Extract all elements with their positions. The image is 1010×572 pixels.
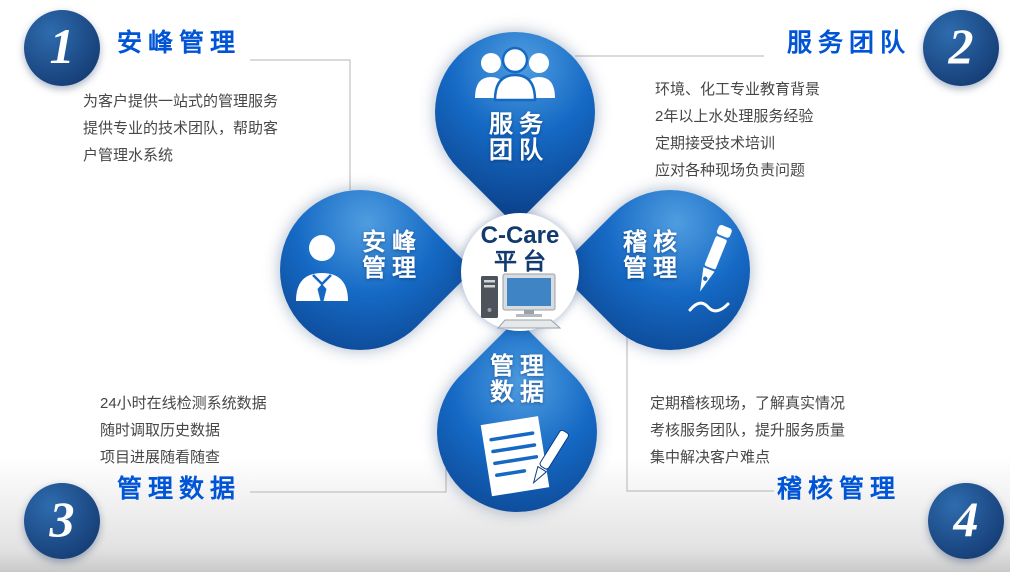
center-platform-circle: C-Care 平台 bbox=[461, 213, 579, 331]
connector-bottom-left bbox=[250, 468, 447, 493]
petal-label-line: 团队 bbox=[489, 137, 549, 164]
petal-label-line: 稽核 bbox=[623, 229, 683, 256]
petal-label-management-data: 管理 数据 bbox=[460, 354, 574, 406]
section-description-audit-management: 定期稽核现场，了解真实情况 考核服务团队，提升服务质量 集中解决客户难点 bbox=[650, 390, 845, 471]
section-description-service-team: 环境、化工专业教育背景 2年以上水处理服务经验 定期接受技术培训 应对各种现场负… bbox=[655, 76, 820, 184]
petal-label-anfeng-management: 安峰 管理 bbox=[333, 230, 445, 282]
corner-number-badge-3: 3 bbox=[24, 483, 100, 559]
document-pen-icon bbox=[480, 416, 570, 497]
petal-label-line: 管理 bbox=[490, 353, 550, 380]
petal-label-service-team: 服务 团队 bbox=[459, 112, 573, 164]
description-line: 项目进展随看随查 bbox=[100, 449, 221, 466]
petal-label-line: 管理 bbox=[623, 255, 683, 282]
description-line: 应对各种现场负责问题 bbox=[655, 162, 806, 179]
petal-label-line: 数据 bbox=[490, 379, 550, 406]
fountain-pen-icon bbox=[688, 225, 732, 313]
corner-number-badge-4: 4 bbox=[928, 483, 1004, 559]
petal-label-line: 安峰 bbox=[362, 229, 422, 256]
corner-number: 3 bbox=[49, 491, 75, 547]
petal-label-line: 管理 bbox=[362, 255, 422, 282]
desktop-computer-icon bbox=[481, 273, 562, 329]
platform-subtitle: 平台 bbox=[494, 248, 552, 274]
description-line: 随时调取历史数据 bbox=[100, 422, 221, 439]
description-line: 24小时在线检测系统数据 bbox=[100, 395, 267, 412]
description-line: 为客户提供一站式的管理服务 bbox=[83, 93, 279, 110]
section-title-service-team: 服务团队 bbox=[786, 29, 911, 57]
corner-number: 4 bbox=[953, 491, 979, 547]
section-title-management-data: 管理数据 bbox=[117, 475, 242, 503]
platform-name: C-Care bbox=[480, 222, 560, 249]
section-description-management-data: 24小时在线检测系统数据 随时调取历史数据 项目进展随看随查 bbox=[100, 390, 267, 471]
description-line: 定期接受技术培训 bbox=[655, 135, 776, 152]
section-title-anfeng-management: 安峰管理 bbox=[117, 29, 242, 57]
description-line: 提供专业的技术团队，帮助客 bbox=[83, 120, 279, 137]
description-line: 户管理水系统 bbox=[83, 147, 174, 164]
corner-number: 1 bbox=[49, 18, 75, 74]
description-line: 考核服务团队，提升服务质量 bbox=[650, 422, 846, 439]
description-line: 2年以上水处理服务经验 bbox=[655, 108, 814, 125]
petal-label-line: 服务 bbox=[489, 111, 549, 138]
manager-person-icon bbox=[296, 235, 348, 301]
corner-number: 2 bbox=[948, 18, 974, 74]
corner-number-badge-1: 1 bbox=[24, 10, 100, 86]
corner-number-badge-2: 2 bbox=[923, 10, 999, 86]
section-description-anfeng-management: 为客户提供一站式的管理服务 提供专业的技术团队，帮助客 户管理水系统 bbox=[83, 88, 278, 169]
petal-label-audit-management: 稽核 管理 bbox=[594, 230, 706, 282]
description-line: 环境、化工专业教育背景 bbox=[655, 81, 821, 98]
team-people-icon bbox=[475, 46, 555, 102]
description-line: 定期稽核现场，了解真实情况 bbox=[650, 395, 846, 412]
section-title-audit-management: 稽核管理 bbox=[777, 475, 902, 503]
description-line: 集中解决客户难点 bbox=[650, 449, 771, 466]
